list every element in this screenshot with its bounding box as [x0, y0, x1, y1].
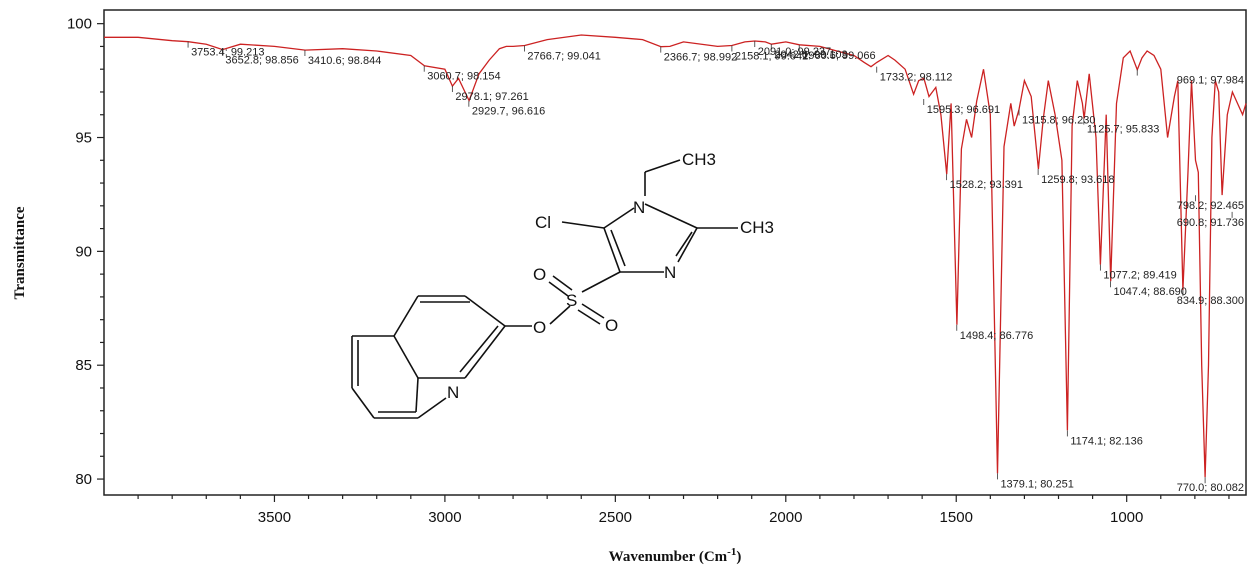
x-axis-label-main: Wavenumber (Cm [609, 549, 728, 565]
x-tick-label: 2000 [769, 509, 802, 526]
peak-label: 2091.0; 99.237 [758, 46, 831, 58]
y-tick-label: 95 [75, 130, 92, 147]
peak-label: 1498.4; 86.776 [960, 330, 1033, 342]
atom-label-n3: N [664, 263, 676, 282]
peak-label: 770.0; 80.082 [1177, 482, 1244, 494]
peak-label: 1174.1; 82.136 [1070, 435, 1143, 447]
peak-label: 1125.7; 95.833 [1087, 124, 1160, 136]
atom-label-cl: Cl [535, 213, 551, 232]
atom-label-n-quinoline: N [447, 383, 459, 402]
peak-label: 2042.6; 99.103 [774, 49, 847, 61]
molecule-structure [351, 159, 738, 419]
x-axis-label: Wavenumber (Cm-1) [609, 546, 742, 565]
peak-label: 1259.8; 93.618 [1041, 174, 1114, 186]
peak-label: 3652.8; 98.856 [225, 55, 298, 67]
peak-label: 3410.6; 98.844 [308, 55, 381, 67]
peak-label: 1315.8; 96.230 [1022, 115, 1095, 127]
y-tick-label: 80 [75, 471, 92, 488]
peak-label: 2929.7, 96.616 [472, 106, 545, 118]
x-tick-label: 1500 [940, 509, 973, 526]
atom-label-ch3-methyl: CH3 [740, 218, 774, 237]
peak-label: 3060.7; 98.154 [427, 71, 500, 83]
y-tick-label: 90 [75, 243, 92, 260]
peak-label: 2766.7; 99.041 [527, 50, 600, 62]
peak-label: 1379.1; 80.251 [1000, 478, 1073, 490]
y-axis-label: Transmittance [12, 206, 28, 299]
x-axis-label-end: ) [736, 549, 741, 565]
peak-label: 2158.1; 99.042 [735, 50, 808, 62]
peak-label: 2366.7; 98.992 [664, 52, 737, 64]
peak-annotations: 3753.4; 99.213 3410.6; 98.844 3652.8; 98.8… [187, 41, 1244, 494]
x-tick-label: 3000 [428, 509, 461, 526]
peak-label: 834.9; 88.300 [1177, 295, 1244, 307]
y-tick-label: 85 [75, 357, 92, 374]
x-tick-label: 2500 [599, 509, 632, 526]
molecule-atom-labels: CH3 N Cl CH3 N O S O O N [447, 150, 774, 402]
peak-label: 969.1; 97.984 [1177, 75, 1244, 87]
axis-tick-labels: 3500 3000 2500 2000 1500 1000 80 85 90 95 100 [67, 16, 1143, 526]
x-axis-label-sup: -1 [727, 546, 736, 558]
spectrum-line [104, 34, 1247, 478]
x-tick-label: 3500 [258, 509, 291, 526]
peak-label: 1047.4; 88.690 [1114, 286, 1187, 298]
atom-label-o-ester: O [533, 318, 546, 337]
x-tick-label: 1000 [1110, 509, 1143, 526]
axis-ticks [97, 23, 1230, 502]
peak-label: 1595.3; 96.691 [927, 104, 1000, 116]
peak-label: 1528.2; 93.391 [950, 179, 1023, 191]
peak-label: 3753.4; 99.213 [191, 47, 264, 59]
atom-label-n1: N [633, 198, 645, 217]
peak-label: 1960.6; 99.066 [802, 50, 875, 62]
peak-label: 1077.2; 89.419 [1103, 270, 1176, 282]
peak-label: 798.2; 92.465 [1177, 200, 1244, 212]
atom-label-o-right: O [605, 316, 618, 335]
atom-label-s: S [566, 291, 577, 310]
plot-frame [103, 9, 1247, 496]
atom-label-o-top: O [533, 265, 546, 284]
peak-label: 690.8; 91.736 [1177, 217, 1244, 229]
peak-label: 2978.1; 97.261 [455, 91, 528, 103]
peak-label: 1733.2; 98.112 [880, 72, 953, 84]
atom-label-ch3-ethyl: CH3 [682, 150, 716, 169]
y-tick-label: 100 [67, 16, 92, 33]
